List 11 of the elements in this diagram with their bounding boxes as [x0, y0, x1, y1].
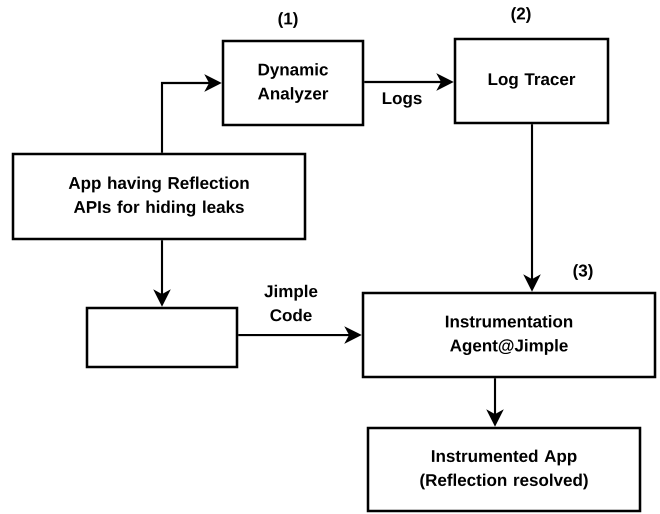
step-number: (3) — [573, 264, 593, 280]
edge-label: Logs — [380, 91, 424, 109]
process-box: Instrumentation Agent@Jimple — [362, 292, 656, 378]
process-box: Dynamic Analyzer — [222, 40, 364, 126]
process-box: App having Reflection APIs for hiding leaks — [12, 152, 306, 240]
process-box: Instrumented App (Reflection resolved) — [366, 426, 642, 512]
process-box — [86, 306, 238, 368]
edge-label: Jimple Code — [258, 283, 324, 323]
process-box: Log Tracer — [454, 38, 610, 124]
step-number: (1) — [278, 12, 298, 28]
step-number: (2) — [511, 7, 531, 23]
